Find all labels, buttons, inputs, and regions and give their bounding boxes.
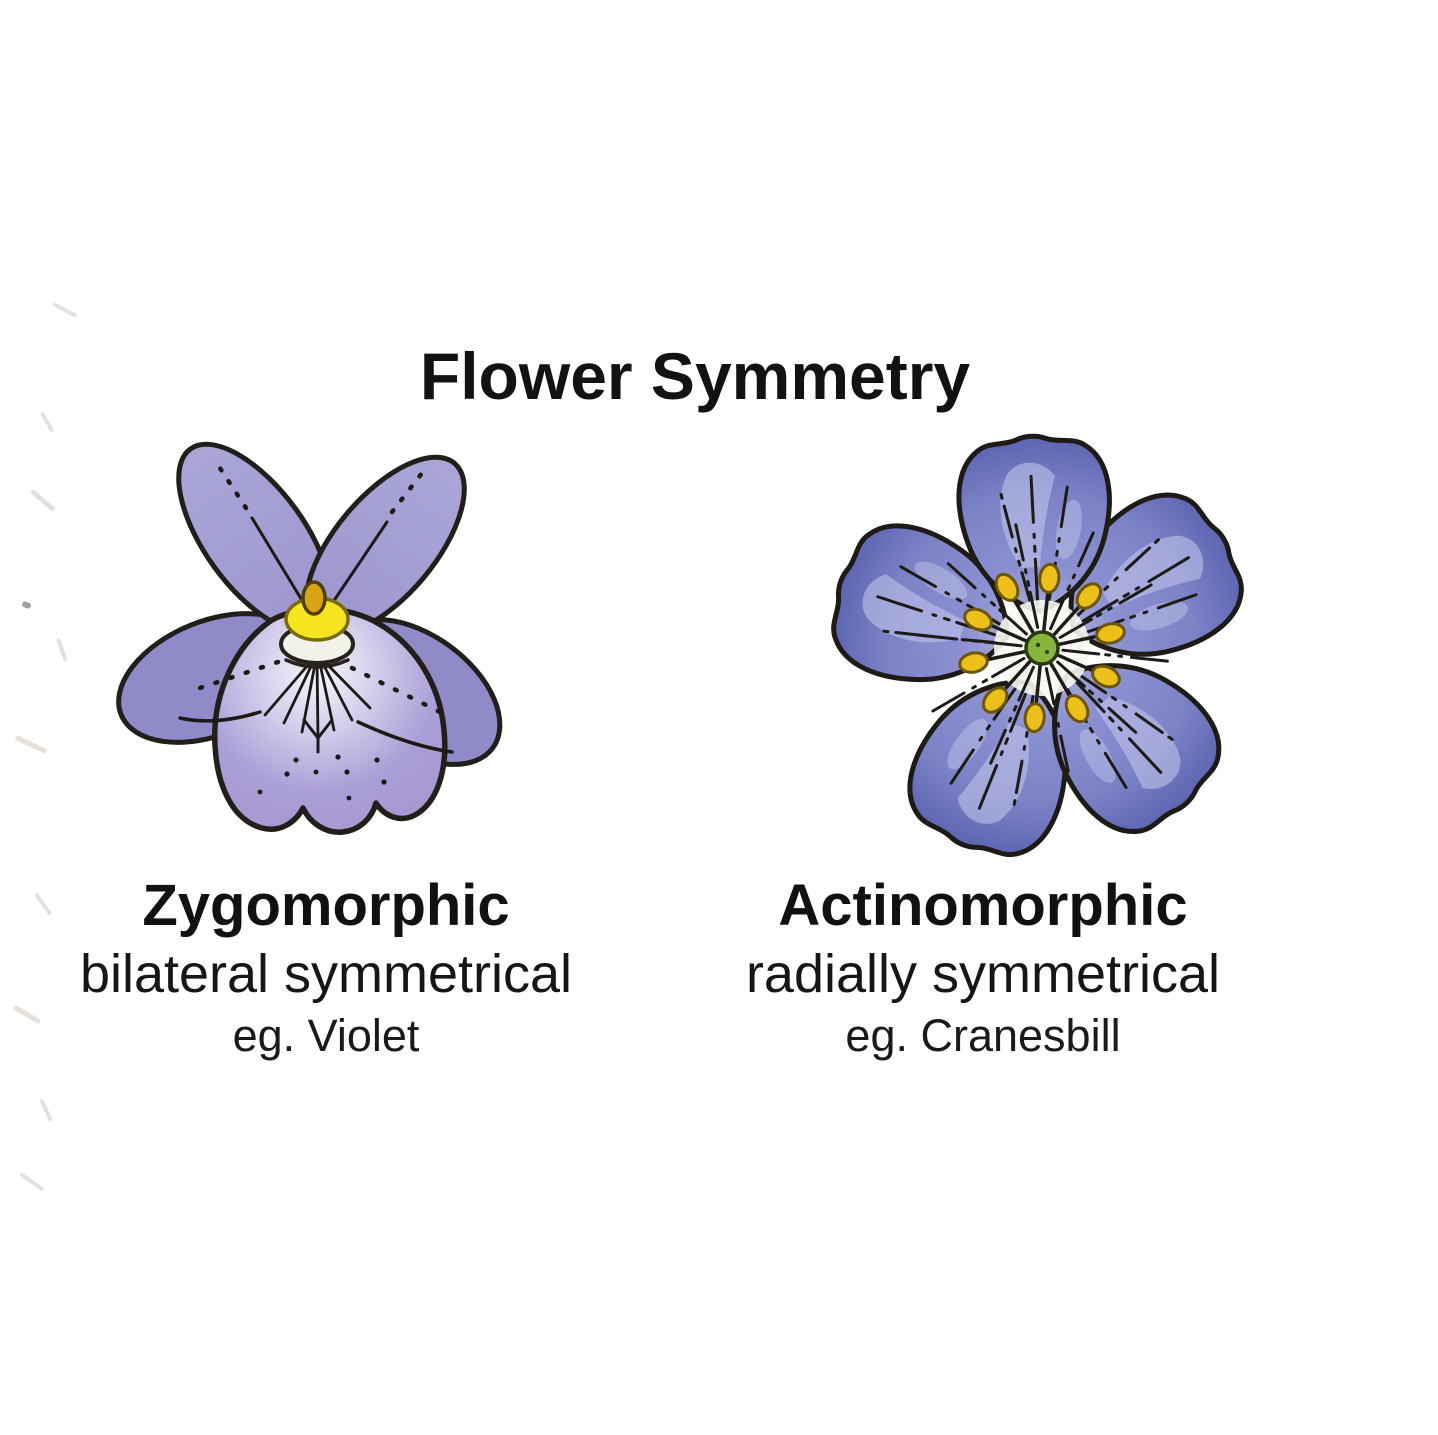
actinomorphic-label-group: Actinomorphic radially symmetrical eg. C… (713, 872, 1253, 1064)
violet-petal-veins (178, 459, 455, 754)
cranesbill-ovary (1024, 630, 1060, 666)
paper-smudge (39, 411, 55, 433)
symmetry-type-name: Actinomorphic (778, 873, 1188, 938)
symmetry-type-description: bilateral symmetrical (79, 944, 573, 1004)
violet-flower-center (279, 580, 355, 669)
symmetry-type-name: Zygomorphic (142, 873, 510, 938)
violet-petal-dots (257, 754, 387, 801)
zygomorphic-label-group: Zygomorphic bilateral symmetrical eg. Vi… (26, 872, 626, 1064)
example-species: eg. Cranesbill (845, 1010, 1121, 1061)
diagram-title: Flower Symmetry (419, 339, 971, 413)
violet-flower-illustration (116, 441, 503, 835)
example-species: eg. Violet (232, 1010, 420, 1061)
violet-spur (301, 580, 327, 616)
paper-smudge (14, 735, 48, 754)
paper-smudge (56, 638, 68, 662)
paper-smudge (29, 488, 57, 513)
paper-smudge (19, 1172, 45, 1192)
cranesbill-flower-illustration (830, 415, 1310, 860)
symmetry-type-description: radially symmetrical (745, 944, 1221, 1004)
paper-smudge (52, 302, 78, 318)
paper-smudge (39, 1098, 53, 1122)
paper-speck (21, 600, 32, 610)
